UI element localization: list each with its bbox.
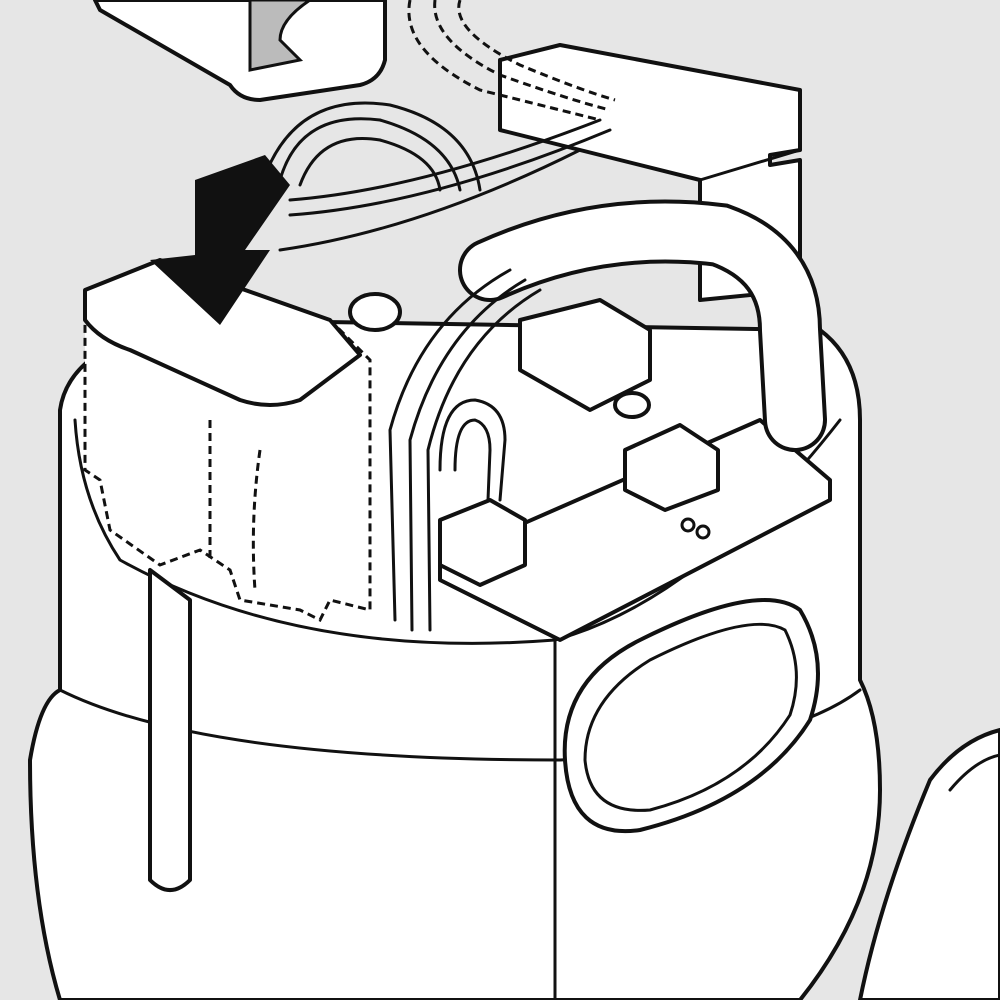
outlet-pipe [858,728,1000,1000]
power-cable [458,199,827,452]
wire-bundle [258,0,616,632]
insert-arrow-icon [150,155,290,325]
battery-cover-outline [83,258,372,623]
connector-plug [93,0,387,102]
circuit-board [348,292,832,642]
